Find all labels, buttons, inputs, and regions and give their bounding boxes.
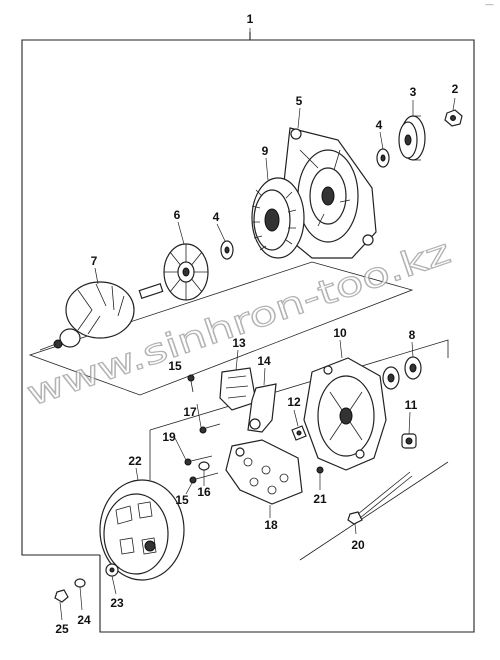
regulator-part-13 xyxy=(219,367,257,411)
lower-assembly-outline xyxy=(149,339,449,561)
washer-part-12 xyxy=(291,425,307,441)
nut-part-25 xyxy=(54,589,69,603)
callout-15-lower: 15 xyxy=(175,493,189,507)
callout-23: 23 xyxy=(110,596,124,610)
screw-part-19 xyxy=(184,455,213,466)
corner-mark: — xyxy=(485,0,494,10)
callout-17: 17 xyxy=(183,405,197,419)
callout-13: 13 xyxy=(232,336,246,350)
callout-16: 16 xyxy=(197,485,211,499)
callout-4-lower: 4 xyxy=(213,210,220,224)
callout-4-upper: 4 xyxy=(376,118,383,132)
nut-part-23 xyxy=(105,563,119,577)
callout-1: 1 xyxy=(247,12,254,26)
callout-12: 12 xyxy=(287,395,301,409)
callout-20: 20 xyxy=(351,538,365,552)
callout-11: 11 xyxy=(405,398,418,412)
callout-18: 18 xyxy=(264,518,278,532)
slip-ring-end-housing-part-10 xyxy=(303,357,387,471)
screw-part-15-upper xyxy=(187,374,195,393)
callout-7: 7 xyxy=(91,254,98,268)
callout-15-upper: 15 xyxy=(168,359,182,373)
spacer-part-4-lower xyxy=(220,240,234,260)
callout-5: 5 xyxy=(296,94,303,108)
nut-part-2 xyxy=(444,109,463,127)
rectifier-part-18 xyxy=(225,439,303,505)
callout-2: 2 xyxy=(452,82,459,96)
spacer-part-4-upper xyxy=(376,148,390,168)
rear-cover-part-22 xyxy=(99,479,185,581)
callout-25: 25 xyxy=(55,622,69,636)
bearing-part-8 xyxy=(382,356,422,390)
stator-part-9 xyxy=(251,177,305,259)
brush-holder-part-14 xyxy=(247,383,277,433)
sleeve-part-11 xyxy=(401,433,417,449)
spacer-part-16 xyxy=(198,461,210,471)
fan-part-6 xyxy=(163,243,209,301)
washer-part-24 xyxy=(74,578,86,588)
drive-end-housing-part-5 xyxy=(281,127,377,259)
callout-8: 8 xyxy=(409,328,416,342)
pulley-part-3 xyxy=(398,115,426,161)
callout-10: 10 xyxy=(333,326,347,340)
screw-part-21 xyxy=(316,466,324,474)
screw-part-17 xyxy=(199,423,221,434)
callout-labels: 1 2 3 4 5 9 4 6 7 8 10 11 12 13 14 15 17… xyxy=(55,12,458,636)
leader-lines xyxy=(59,97,456,621)
callout-14: 14 xyxy=(257,354,271,368)
callout-24: 24 xyxy=(77,613,91,627)
screw-part-15-lower xyxy=(189,472,219,484)
rotor-part-7 xyxy=(39,281,164,351)
callout-9: 9 xyxy=(262,144,269,158)
callout-21: 21 xyxy=(313,492,327,506)
callout-22: 22 xyxy=(128,454,142,468)
callout-6: 6 xyxy=(174,208,181,222)
callout-19: 19 xyxy=(162,430,176,444)
upper-assembly-outline xyxy=(28,261,414,396)
callout-3: 3 xyxy=(410,85,417,99)
through-bolt-part-20 xyxy=(347,471,413,525)
